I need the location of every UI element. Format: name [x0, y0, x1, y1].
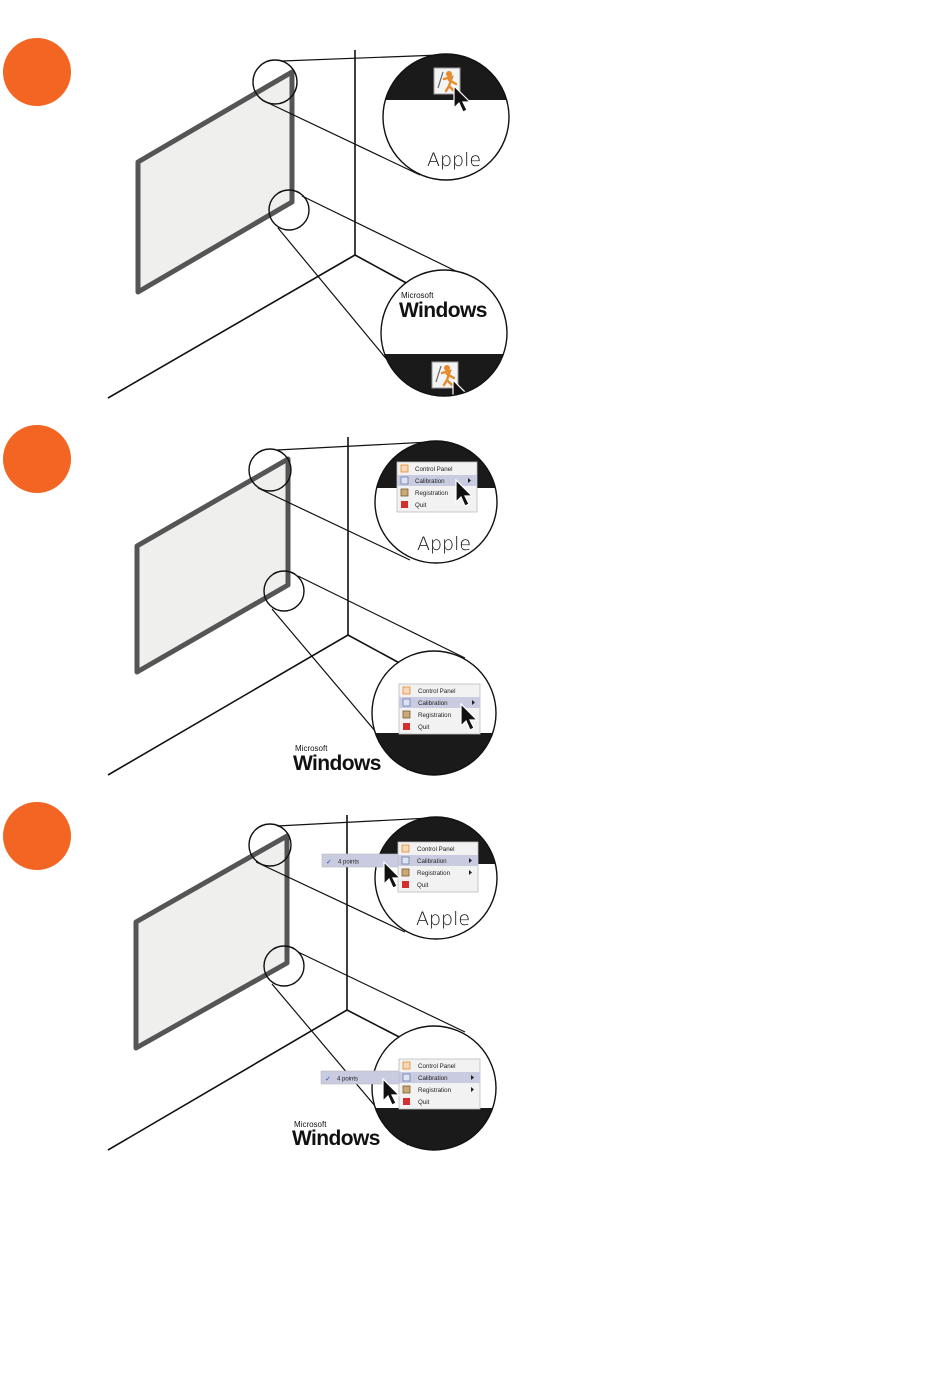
- windows-label: Windows: [399, 299, 487, 322]
- menu-item-control-panel[interactable]: Control Panel: [417, 846, 455, 853]
- check-icon: ✓: [326, 859, 332, 866]
- menu-item-registration[interactable]: Registration: [415, 490, 449, 497]
- menu-item-calibration[interactable]: Calibration: [415, 478, 445, 485]
- windows-logo: Microsoft Windows: [292, 1120, 380, 1150]
- check-icon: ✓: [325, 1076, 331, 1083]
- apple-zoom-2: Control Panel Calibration Registration Q…: [372, 438, 502, 566]
- submenu-item-4-points[interactable]: 4 points: [338, 860, 359, 866]
- menu-item-quit[interactable]: Quit: [418, 724, 430, 731]
- menu-item-quit[interactable]: Quit: [415, 502, 427, 509]
- step-dot: [3, 802, 71, 870]
- windows-logo: Microsoft Windows: [293, 744, 381, 775]
- menu-item-registration[interactable]: Registration: [418, 1087, 452, 1094]
- panel-2: Control Panel Calibration Registration Q…: [3, 425, 502, 783]
- context-menu: Control Panel Calibration Registration Q…: [398, 842, 478, 892]
- windows-label: Windows: [293, 752, 381, 775]
- apple-label: Apple: [417, 533, 471, 555]
- menu-item-control-panel[interactable]: Control Panel: [415, 466, 453, 473]
- panel-1: Apple Microsoft Windows: [3, 38, 520, 406]
- apple-label: Apple: [416, 908, 470, 930]
- projection-screen: [138, 72, 292, 292]
- menu-item-control-panel[interactable]: Control Panel: [418, 1063, 456, 1070]
- apple-label: Apple: [427, 149, 481, 171]
- menu-item-registration[interactable]: Registration: [418, 712, 452, 719]
- menu-item-calibration[interactable]: Calibration: [417, 858, 447, 865]
- menu-item-quit[interactable]: Quit: [417, 882, 429, 889]
- apple-zoom-3: Control Panel Calibration Registration Q…: [322, 814, 502, 942]
- windows-zoom-1: Microsoft Windows: [378, 266, 518, 406]
- windows-label: Windows: [292, 1127, 380, 1150]
- context-menu: Control Panel Calibration Registration Q…: [399, 1059, 480, 1109]
- apple-zoom-1: Apple: [380, 50, 520, 185]
- panel-3: Control Panel Calibration Registration Q…: [3, 802, 502, 1158]
- menu-item-registration[interactable]: Registration: [417, 870, 451, 877]
- projection-screen: [136, 836, 287, 1048]
- menu-item-calibration[interactable]: Calibration: [418, 1075, 448, 1082]
- step-dot: [3, 425, 71, 493]
- windows-zoom-2: Control Panel Calibration Registration Q…: [293, 648, 500, 783]
- step-dot: [3, 38, 71, 106]
- menu-item-calibration[interactable]: Calibration: [418, 700, 448, 707]
- menu-item-quit[interactable]: Quit: [418, 1099, 430, 1106]
- submenu-item-4-points[interactable]: 4 points: [337, 1077, 358, 1083]
- submenu: ✓ 4 points: [321, 1071, 399, 1084]
- menu-item-control-panel[interactable]: Control Panel: [418, 688, 456, 695]
